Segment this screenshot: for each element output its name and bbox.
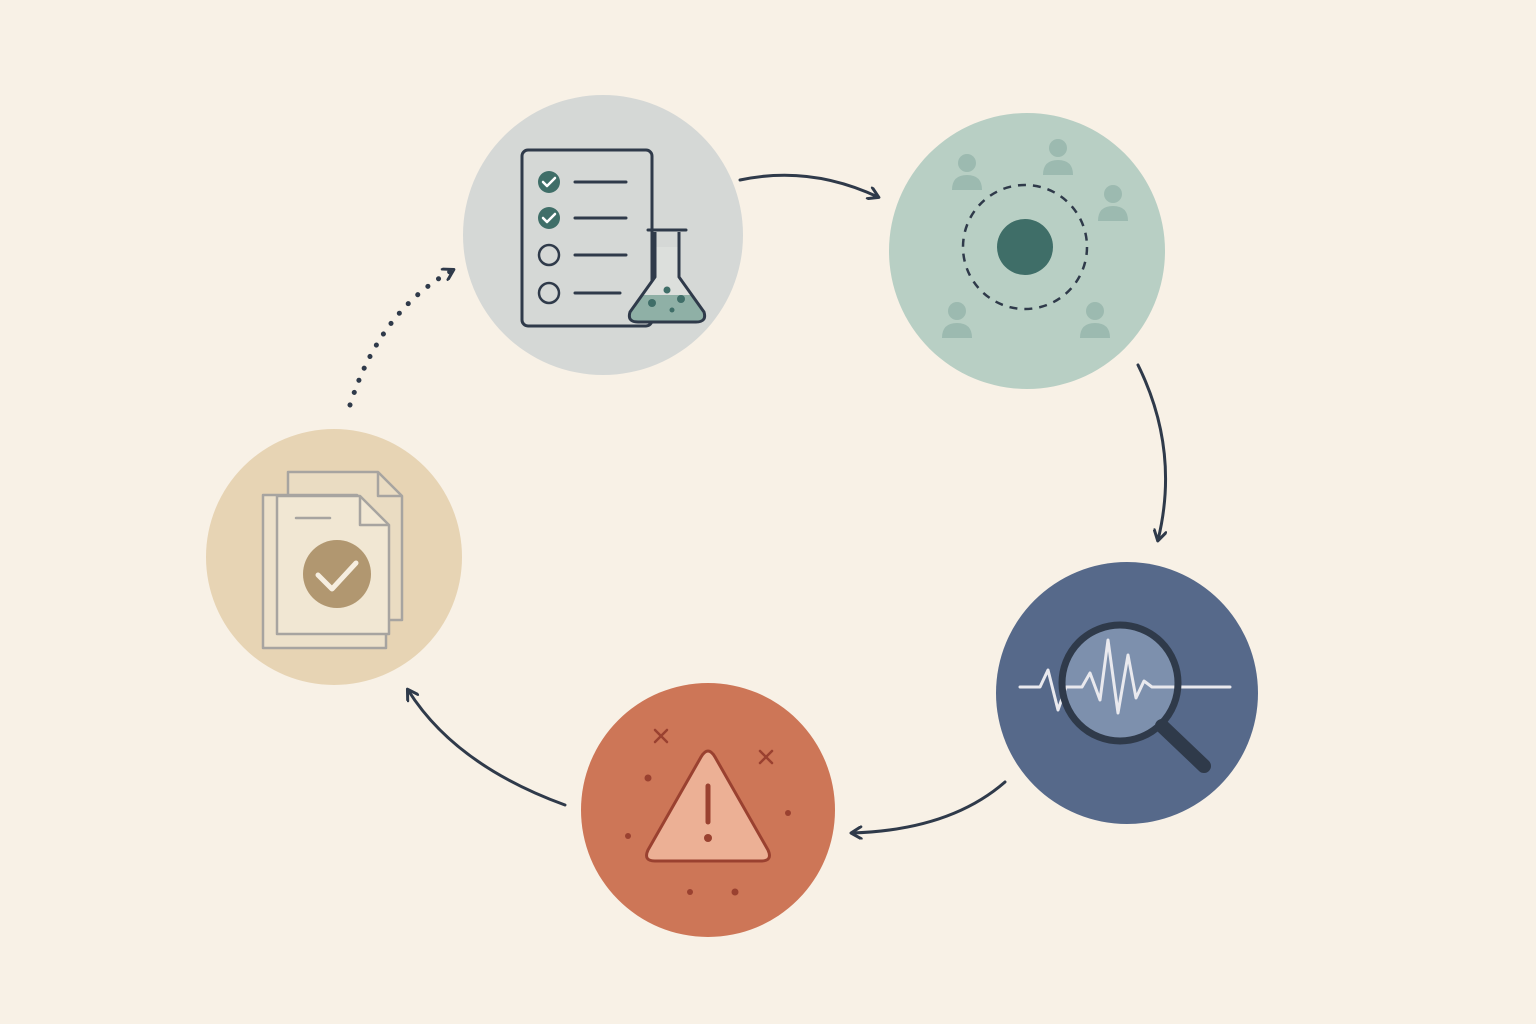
node-protocol <box>463 95 743 375</box>
checklist-sheet <box>520 148 654 328</box>
signal-magnifier-icon <box>1018 621 1232 773</box>
arrow-monitoring-to-safety <box>852 780 1007 833</box>
person-icon <box>1098 185 1128 221</box>
central-hub <box>997 219 1053 275</box>
cross-mark-icon <box>653 728 669 744</box>
connectors <box>347 173 1166 833</box>
node-safety <box>581 683 835 937</box>
person-icon <box>952 154 982 190</box>
approval-badge <box>303 540 371 608</box>
cross-mark-icon <box>758 749 774 765</box>
signal-waveform <box>1018 638 1232 715</box>
node-participants <box>889 113 1165 389</box>
person-icon <box>1043 139 1073 175</box>
flask-icon <box>627 228 707 324</box>
arrow-participants-to-monitoring <box>1136 363 1166 540</box>
check-icon <box>315 560 359 592</box>
check-bullet-2 <box>538 207 560 229</box>
lens-tint <box>1062 625 1178 741</box>
protocol-circle <box>463 95 743 375</box>
exclamation-dot <box>704 834 712 842</box>
arrow-protocol-to-participants <box>738 173 878 197</box>
arrow-documents-to-protocol-dotted <box>347 267 456 408</box>
node-documents <box>206 429 462 685</box>
participant-network-icon <box>942 139 1128 338</box>
warning-triangle-icon <box>625 728 791 896</box>
person-icon <box>942 302 972 338</box>
approved-documents-icon <box>261 470 404 650</box>
person-icon <box>1080 302 1110 338</box>
magnifier-handle <box>1155 719 1211 773</box>
node-monitoring <box>996 562 1258 824</box>
arrow-safety-to-documents <box>408 690 567 807</box>
lens-rim <box>1058 621 1182 745</box>
checklist-flask-icon <box>520 148 707 328</box>
empty-bullet-4 <box>537 281 561 305</box>
empty-bullet-3 <box>537 243 561 267</box>
enrollment-ring <box>961 183 1089 311</box>
check-bullet-1 <box>538 171 560 193</box>
